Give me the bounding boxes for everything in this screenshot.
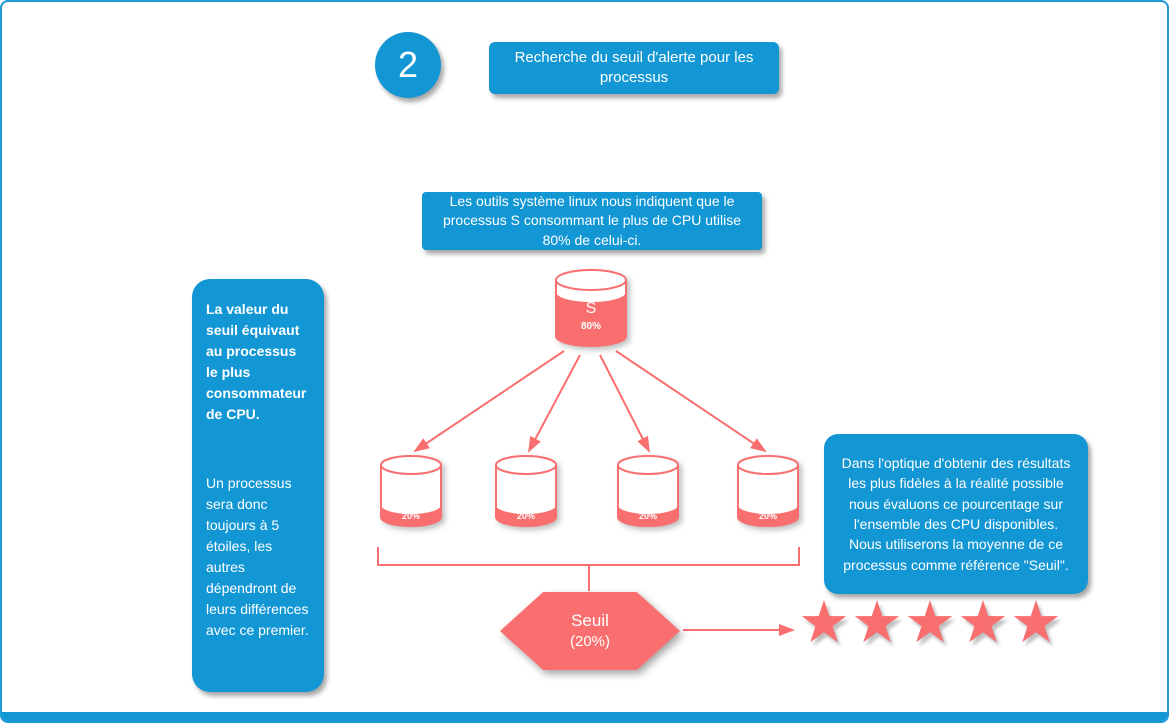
step-number-badge: 2 [375, 32, 441, 98]
star-icon: ★ [851, 590, 903, 655]
left-note-secondary: Un processus sera donc toujours à 5 étoi… [206, 475, 309, 638]
arrow-s-to-cpu-1 [413, 350, 565, 453]
process-s-cylinder: S 80% [555, 269, 627, 347]
threshold-value: (20%) [569, 633, 610, 651]
right-note-text: Dans l'optique d'obtenir des résultats l… [841, 455, 1071, 573]
cpu-3-usage: 20% [639, 511, 657, 521]
cpu-1-usage: 20% [402, 511, 420, 521]
arrow-s-to-cpu-3 [599, 354, 650, 453]
star-icon: ★ [957, 590, 1009, 655]
threshold-hexagon-shape: Seuil (20%) [500, 592, 680, 670]
arrow-s-to-cpu-4 [615, 350, 767, 453]
page-title: Recherche du seuil d'alerte pour les pro… [489, 42, 779, 94]
cpu-2-usage: 20% [517, 511, 535, 521]
cpu-cylinder-1: 20% [380, 455, 442, 527]
star-icon: ★ [904, 590, 956, 655]
cpu-cylinder-4: 20% [737, 455, 799, 527]
cpu-4-usage: 20% [759, 511, 777, 521]
cpu-cylinder-3: 20% [617, 455, 679, 527]
right-note: Dans l'optique d'obtenir des résultats l… [824, 434, 1088, 594]
left-note: La valeur du seuil équivaut au processus… [192, 279, 324, 692]
process-s-usage: 80% [581, 321, 601, 332]
arrow-s-to-cpu-2 [528, 354, 581, 453]
top-note: Les outils système linux nous indiquent … [422, 192, 762, 250]
cpu-cylinder-2: 20% [495, 455, 557, 527]
cpu-group-bracket [377, 547, 800, 566]
left-note-primary: La valeur du seuil équivaut au processus… [206, 301, 307, 422]
step-number: 2 [397, 44, 419, 85]
star-icon: ★ [798, 590, 850, 655]
page-title-text: Recherche du seuil d'alerte pour les pro… [514, 48, 754, 86]
threshold-label: Seuil [571, 611, 609, 631]
star-icon: ★ [1010, 590, 1062, 655]
star-rating: ★ ★ ★ ★ ★ [798, 594, 1062, 652]
top-note-text: Les outils système linux nous indiquent … [442, 192, 742, 248]
bottom-accent-bar [2, 712, 1167, 721]
threshold-hexagon: Seuil (20%) [500, 592, 680, 670]
process-s-label: S [586, 300, 597, 317]
